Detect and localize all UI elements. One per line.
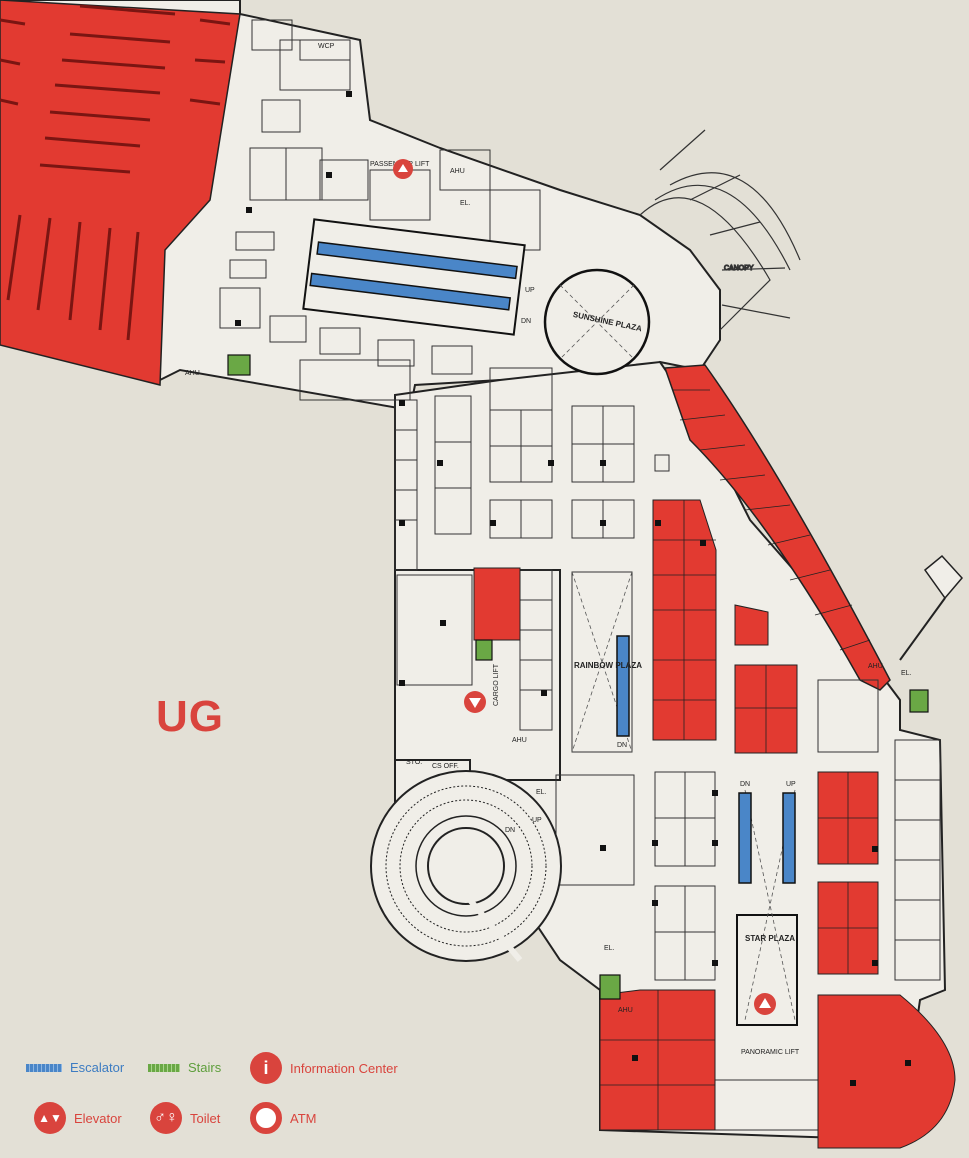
legend-atm-label: ATM (290, 1110, 317, 1126)
rainbow-plaza-label: RAINBOW PLAZA (574, 661, 642, 670)
atrium-up-label: UP (532, 817, 542, 824)
legend-stairs-label: Stairs (188, 1060, 222, 1075)
ahu-label-right: AHU (868, 663, 883, 670)
elevator-markers (393, 159, 776, 1015)
store-label: STO. (406, 759, 422, 766)
legend: Escalator Stairs i Information Center ▲▼… (0, 1040, 500, 1158)
dn-label-upper: DN (521, 318, 531, 325)
atm-icon (250, 1102, 282, 1134)
cs-office-label: CS OFF. (432, 763, 459, 770)
legend-elevator: ▲▼ Elevator (34, 1102, 122, 1134)
ahu-label-cargo: AHU (512, 737, 527, 744)
escalator-icon (26, 1063, 62, 1072)
information-icon: i (250, 1052, 282, 1084)
star-dn-label: DN (740, 781, 750, 788)
elevator-icon: ▲▼ (34, 1102, 66, 1134)
floor-label: UG (156, 692, 224, 741)
legend-information-center: i Information Center (250, 1052, 398, 1084)
canopy: CANOPY (639, 129, 801, 331)
ahu-label-lower: AHU (618, 1007, 633, 1014)
legend-toilet: ♂♀ Toilet (150, 1102, 220, 1134)
panoramic-lift-label: PANORAMIC LIFT (741, 1049, 800, 1056)
stairs-icon (148, 1063, 180, 1072)
red-block-gridlines (600, 500, 878, 1130)
escalator-upper (302, 218, 526, 336)
up-label-upper: UP (525, 287, 535, 294)
legend-stairs: Stairs (148, 1060, 221, 1075)
el-label-right: EL. (901, 670, 912, 677)
kiosk-right (899, 554, 963, 661)
el-label-lower: EL. (604, 945, 615, 952)
cargo-lift-label: CARGO LIFT (493, 663, 500, 706)
canopy-label: CANOPY (724, 265, 754, 272)
columns (235, 91, 911, 1086)
wcp-label: WCP (318, 43, 335, 50)
ahu-label-left: AHU (185, 370, 200, 377)
legend-escalator-label: Escalator (70, 1060, 125, 1075)
legend-escalator: Escalator (26, 1060, 124, 1075)
round-atrium (370, 770, 562, 962)
toilet-icon: ♂♀ (150, 1102, 182, 1134)
legend-information-label: Information Center (290, 1060, 398, 1076)
star-up-label: UP (786, 781, 796, 788)
dn-label-rainbow: DN (617, 742, 627, 749)
hypermarket-block (0, 0, 241, 386)
shop-outlines-upper (219, 19, 541, 401)
stairs-markers (227, 354, 929, 1000)
el-label-top: EL. (460, 200, 471, 207)
curved-shop-band: AHU (663, 364, 891, 691)
legend-toilet-label: Toilet (190, 1110, 221, 1126)
star-plaza-label: STAR PLAZA (745, 934, 795, 943)
rainbow-plaza: RAINBOW PLAZA (571, 571, 642, 753)
atrium-dn-label: DN (505, 827, 515, 834)
legend-atm: ATM (250, 1102, 316, 1134)
ahu-label-top: AHU (450, 168, 465, 175)
el-label-atrium: EL. (536, 789, 547, 796)
sunshine-plaza: SUNSHINE PLAZA (543, 268, 651, 376)
legend-elevator-label: Elevator (74, 1110, 122, 1126)
